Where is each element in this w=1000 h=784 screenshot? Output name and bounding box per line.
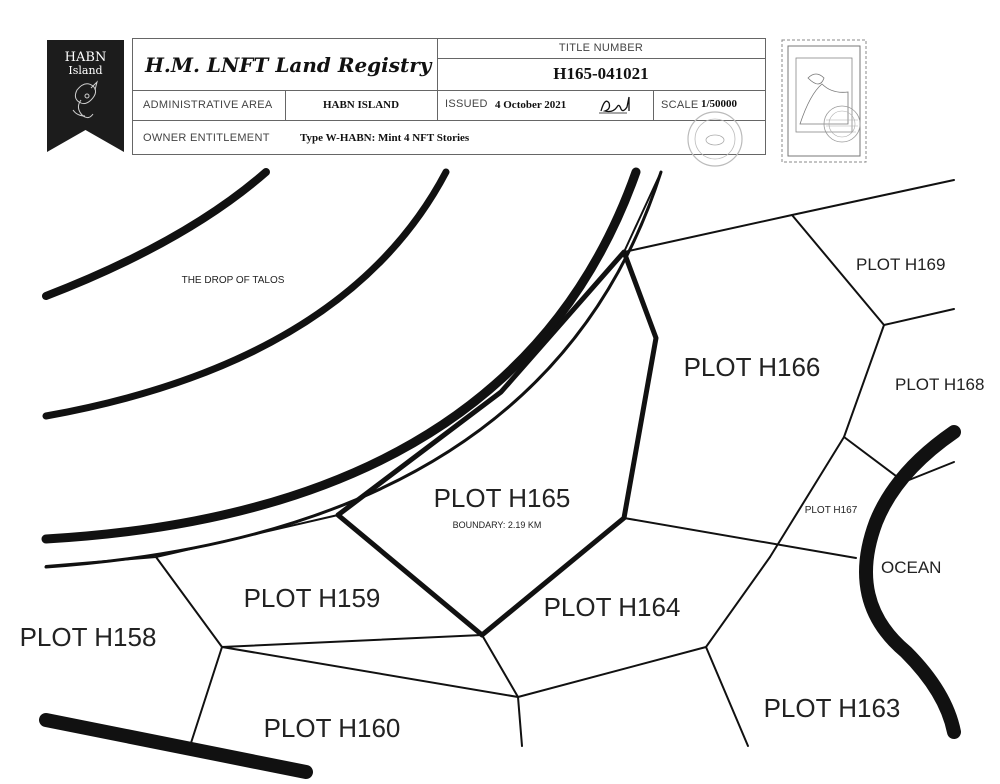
banner-title: HABN: [64, 50, 107, 65]
plot-label-h160: PLOT H160: [264, 713, 401, 743]
plot-label-h168: PLOT H168: [895, 375, 984, 394]
registry-title: H.M. LNFT Land Registry: [145, 53, 432, 77]
registry-seal-icon: [687, 111, 743, 167]
dragon-emblem-icon: [72, 80, 98, 119]
plot-label-h169: PLOT H169: [856, 255, 945, 274]
coast-bottom-left: [39, 713, 313, 779]
admin-area-value: HABN ISLAND: [322, 99, 400, 111]
ocean-label: OCEAN: [881, 558, 941, 577]
coast-line: [623, 171, 662, 253]
area-label-drop-of-talos: THE DROP OF TALOS: [182, 275, 285, 286]
land-plot-map: THE DROP OF TALOS PLOT H166 PLOT H165 BO…: [20, 167, 984, 779]
plot-label-h166: PLOT H166: [684, 352, 821, 382]
plot-label-h163: PLOT H163: [764, 693, 901, 723]
owner-entitlement-label: OWNER ENTITLEMENT: [143, 132, 270, 144]
plot-label-h167: PLOT H167: [805, 505, 858, 516]
habn-island-banner: HABN Island: [47, 40, 124, 152]
banner-subtitle: Island: [68, 64, 103, 77]
admin-area-label: ADMINISTRATIVE AREA: [143, 99, 273, 111]
plot-label-h158: PLOT H158: [20, 622, 157, 652]
signature-icon: [599, 96, 630, 114]
issued-label: ISSUED: [445, 98, 488, 110]
owner-entitlement-value: Type W-HABN: Mint 4 NFT Stories: [300, 132, 470, 144]
plot-boundaries: [45, 179, 955, 747]
boundary-note: BOUNDARY: 2.19 KM: [453, 520, 542, 530]
title-number: H165-041021: [553, 64, 649, 83]
plot-label-h165: PLOT H165: [434, 483, 571, 513]
scale-value: 1/50000: [701, 98, 738, 110]
plot-label-h159: PLOT H159: [244, 583, 381, 613]
issued-date: 4 October 2021: [495, 99, 567, 111]
river-curve-middle: [42, 168, 450, 420]
registry-header-table: H.M. LNFT Land Registry TITLE NUMBER H16…: [132, 38, 766, 155]
plot-label-h164: PLOT H164: [544, 592, 681, 622]
postage-stamp-icon: [781, 39, 867, 163]
river-curve-outer: [42, 168, 270, 300]
title-number-label: TITLE NUMBER: [558, 42, 644, 54]
ocean-coastline: [859, 425, 961, 739]
plot-h165-boundary: [335, 249, 659, 638]
river-curve-main: [41, 167, 641, 544]
scale-label: SCALE: [661, 99, 699, 111]
